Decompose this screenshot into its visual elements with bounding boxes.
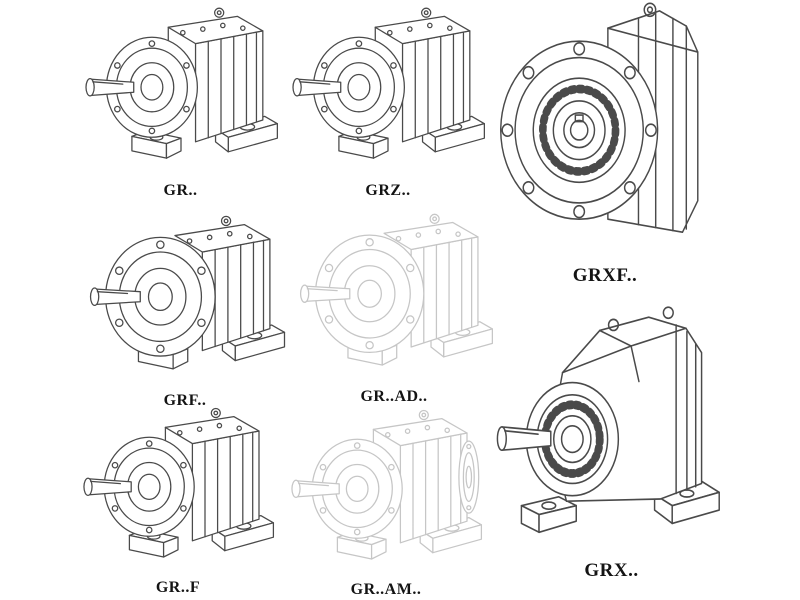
- figure-gr-am: GR..AM..: [286, 406, 486, 599]
- grx-gearbox-drawing: [494, 295, 729, 550]
- figure-grx: GRX..: [494, 295, 729, 582]
- figure-grz: GRZ..: [288, 2, 488, 200]
- figure-gr-f: GR..F: [78, 404, 278, 597]
- model-label-gr-f: GR..F: [155, 579, 201, 596]
- grf-gearbox-drawing: [80, 210, 290, 388]
- model-label-grf: GRF..: [163, 392, 207, 409]
- model-label-grx: GRX..: [584, 560, 639, 581]
- figure-gr-ad: GR..AD..: [290, 208, 498, 406]
- figure-gr: GR..: [78, 2, 283, 200]
- gr-am-gearbox-drawing: [287, 406, 485, 577]
- model-label-grxf: GRXF..: [572, 265, 638, 286]
- model-label-gr: GR..: [163, 182, 198, 199]
- grxf-gearbox-drawing: [495, 0, 715, 255]
- figure-grf: GRF..: [80, 210, 290, 410]
- model-label-gr-am: GR..AM..: [350, 581, 422, 598]
- model-label-grz: GRZ..: [365, 182, 411, 199]
- gr-ad-gearbox-drawing: [290, 208, 498, 384]
- model-label-gr-ad: GR..AD..: [360, 388, 428, 405]
- figure-grxf: GRXF..: [494, 0, 716, 287]
- grz-gearbox-drawing: [288, 2, 488, 178]
- gr-gearbox-drawing: [81, 2, 281, 178]
- gr-f-gearbox-drawing: [79, 404, 277, 575]
